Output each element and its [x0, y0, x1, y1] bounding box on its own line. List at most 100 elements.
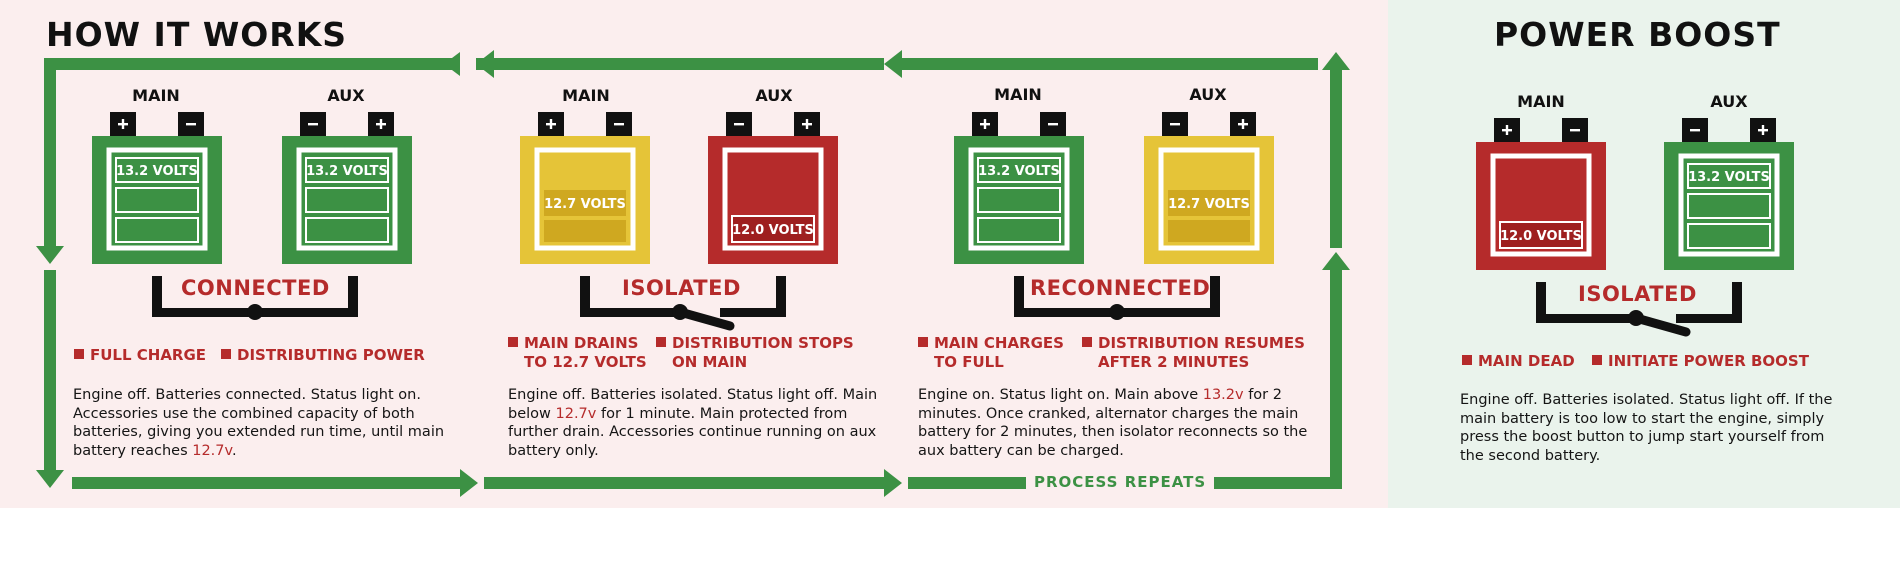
flow-bottom-arrowhead-2 [884, 469, 902, 497]
flow-bottom-segment-2 [484, 477, 884, 489]
plus-terminal [1750, 118, 1776, 142]
plus-terminal [1494, 118, 1520, 142]
charge-bar [115, 217, 199, 243]
stage1-description: Engine off. Batteries connected. Status … [73, 387, 445, 459]
minus-terminal [1162, 112, 1188, 136]
volts-label: 12.0 VOLTS [732, 223, 814, 238]
charge-bar: 12.7 VOLTS [544, 190, 626, 216]
process-repeats-label: PROCESS REPEATS [1026, 473, 1215, 491]
switch-right-post [348, 276, 358, 316]
charge-bar [305, 187, 389, 213]
stage1-bullet-1: FULL CHARGE [74, 346, 206, 365]
stage3-connection-switch-icon [1014, 276, 1220, 320]
boost-main-battery-icon: 12.0 VOLTS [1476, 118, 1606, 270]
boost-status: ISOLATED [1578, 282, 1697, 306]
charge-bar [977, 217, 1061, 243]
flow-left-side-2 [44, 270, 56, 470]
charge-bar [544, 220, 626, 242]
switch-right-post [776, 276, 786, 316]
charge-bar: 13.2 VOLTS [977, 157, 1061, 183]
plus-terminal [368, 112, 394, 136]
plus-terminal [1230, 112, 1256, 136]
flow-top-arrowhead-1 [444, 52, 460, 76]
stage2-aux-battery-icon: 12.0 VOLTS [708, 112, 838, 264]
flow-left-arrowhead-2 [36, 470, 64, 488]
minus-terminal [178, 112, 204, 136]
switch-right-post [1732, 282, 1742, 322]
stage1-status: CONNECTED [181, 276, 330, 300]
charge-bar: 13.2 VOLTS [115, 157, 199, 183]
stage3-status: RECONNECTED [1030, 276, 1211, 300]
volts-label: 12.7 VOLTS [544, 197, 626, 212]
flow-bottom-segment-1 [72, 477, 460, 489]
charge-bar [1687, 223, 1771, 249]
flow-top-segment-1 [53, 58, 460, 70]
minus-terminal [1040, 112, 1066, 136]
minus-terminal [300, 112, 326, 136]
stage1-bullet-2: DISTRIBUTING POWER [221, 346, 425, 365]
flow-left-arrowhead-1 [36, 246, 64, 264]
charge-bar: 12.7 VOLTS [1168, 190, 1250, 216]
charge-bar [1687, 193, 1771, 219]
switch-left-bar [1536, 314, 1636, 323]
flow-bottom-arrowhead-1 [460, 469, 478, 497]
flow-right-arrowhead-1 [1322, 252, 1350, 270]
switch-right-post [1210, 276, 1220, 316]
plus-terminal [538, 112, 564, 136]
charge-bar: 12.0 VOLTS [1499, 221, 1583, 249]
volts-label: 13.2 VOLTS [1688, 170, 1770, 185]
stage1-aux-label: AUX [327, 86, 365, 105]
stage2-aux-label: AUX [755, 86, 793, 105]
how-it-works-title: HOW IT WORKS [46, 15, 348, 54]
switch-right-bar [1676, 314, 1742, 323]
stage2-status: ISOLATED [622, 276, 741, 300]
volts-label: 12.0 VOLTS [1500, 229, 1582, 244]
volts-label: 12.7 VOLTS [1168, 197, 1250, 212]
stage2-main-label: MAIN [562, 86, 610, 105]
switch-left-post [1536, 282, 1546, 322]
volts-label: 13.2 VOLTS [116, 164, 198, 179]
flow-top-arrowhead-3 [884, 50, 902, 78]
stage2-connection-switch-icon [580, 276, 786, 331]
charge-bar: 13.2 VOLTS [1687, 163, 1771, 189]
power-boost-panel [1388, 0, 1900, 508]
stage3-main-battery-icon: 13.2 VOLTS [954, 112, 1084, 264]
stage1-connection-switch-icon [152, 276, 358, 320]
switch-right-bar [720, 308, 786, 317]
minus-terminal [1682, 118, 1708, 142]
charge-bar [115, 187, 199, 213]
boost-main-label: MAIN [1517, 92, 1565, 111]
switch-left-post [1014, 276, 1024, 316]
volts-label: 13.2 VOLTS [978, 164, 1060, 179]
switch-left-bar [580, 308, 680, 317]
boost-bullet-2: INITIATE POWER BOOST [1592, 352, 1809, 371]
flow-right-side-1 [1330, 270, 1342, 489]
plus-terminal [110, 112, 136, 136]
boost-connection-switch-icon [1536, 282, 1742, 337]
stage1-main-label: MAIN [132, 86, 180, 105]
charge-bar: 13.2 VOLTS [305, 157, 389, 183]
plus-terminal [972, 112, 998, 136]
flow-top-arrowhead-2 [476, 50, 494, 78]
power-boost-title: POWER BOOST [1494, 15, 1781, 54]
stage2-main-battery-icon: 12.7 VOLTS [520, 112, 650, 264]
stage2-description: Engine off. Batteries isolated. Status l… [508, 387, 878, 459]
boost-bullet-1: MAIN DEAD [1462, 352, 1575, 371]
boost-aux-label: AUX [1710, 92, 1748, 111]
plus-terminal [794, 112, 820, 136]
switch-left-post [152, 276, 162, 316]
charge-bar: 12.0 VOLTS [731, 215, 815, 243]
switch-pivot [247, 304, 263, 320]
charge-bar [977, 187, 1061, 213]
boost-description: Engine off. Batteries isolated. Status l… [1460, 392, 1833, 464]
volts-label: 13.2 VOLTS [306, 164, 388, 179]
process-flow-arrows [36, 50, 1350, 497]
stage1-aux-battery-icon: 13.2 VOLTS [282, 112, 412, 264]
stage1-main-battery-icon: 13.2 VOLTS [92, 112, 222, 264]
stage3-main-label: MAIN [994, 85, 1042, 104]
flow-right-arrowhead-2 [1322, 52, 1350, 70]
minus-terminal [726, 112, 752, 136]
